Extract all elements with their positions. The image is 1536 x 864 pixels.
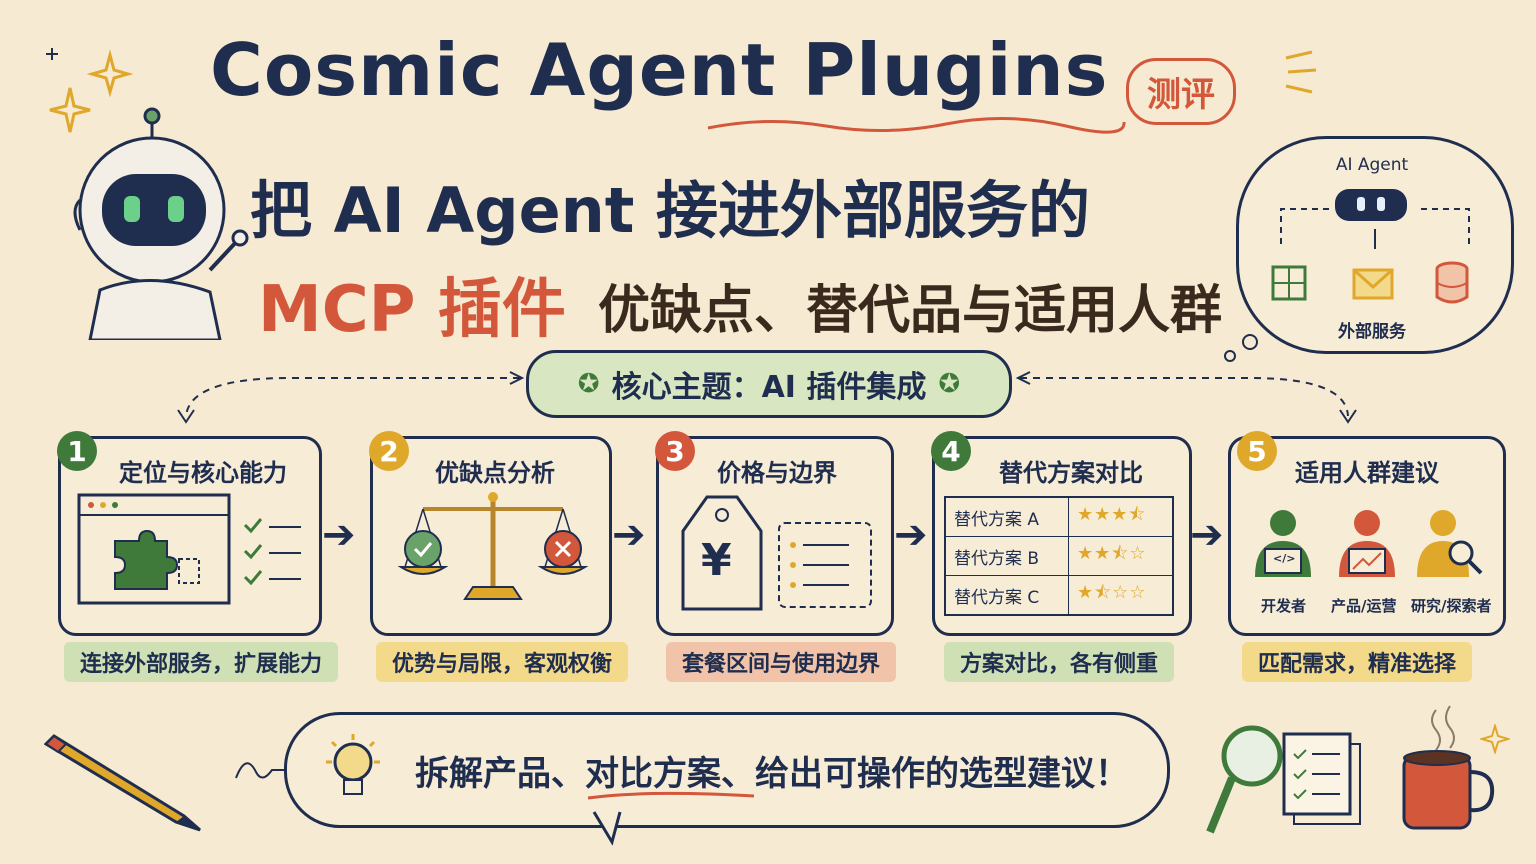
coffee-mug-icon	[1402, 705, 1495, 830]
card-caption: 方案对比，各有侧重	[944, 642, 1175, 682]
step-number-badge: 1	[57, 431, 97, 471]
flow-arrow-icon: ➔	[322, 512, 356, 558]
table-row: 替代方案 A ★★★⯪	[944, 496, 1174, 537]
core-topic-pill: ✪ 核心主题：AI 插件集成 ✪	[526, 350, 1012, 418]
audience-label: 研究/探索者	[1411, 597, 1492, 615]
core-topic-label: 核心主题：AI 插件集成	[611, 370, 927, 405]
rating-stars: ★★★⯪	[1068, 496, 1174, 537]
code-glyph: </>	[1273, 552, 1296, 565]
card-pros-cons: 2 优缺点分析	[369, 431, 612, 636]
review-badge: 测评	[1126, 58, 1236, 125]
price-tag-icon	[681, 495, 763, 611]
title-chinese-line: 把 AI Agent 接进外部服务的	[250, 174, 1090, 247]
cloud-connector-lines	[1280, 208, 1470, 249]
mail-service-icon	[1352, 268, 1394, 300]
thought-bubble-dots	[1224, 334, 1258, 362]
card-title: 优缺点分析	[435, 459, 555, 487]
card-pricing: 3 价格与边界 ¥	[655, 431, 894, 636]
title-english: Cosmic Agent Plugins	[210, 28, 1109, 112]
card-title: 定位与核心能力	[119, 459, 287, 487]
browser-plugin-icon	[77, 493, 301, 605]
magnifier-icon	[1206, 725, 1283, 834]
table-row: 替代方案 B ★★⯪☆	[944, 536, 1174, 576]
alternatives-table: 替代方案 A ★★★⯪ 替代方案 B ★★⯪☆ 替代方案 C ★⯪☆☆	[944, 496, 1174, 616]
robot-mascot-icon	[73, 107, 249, 340]
researcher-person-icon	[1417, 510, 1483, 577]
card-caption: 匹配需求，精准选择	[1242, 642, 1473, 682]
rating-stars: ★★⯪☆	[1068, 536, 1174, 576]
core-topic-dashed-arrows	[177, 371, 1357, 424]
emphasis-lines-icon	[1285, 50, 1317, 94]
card-title: 替代方案对比	[999, 459, 1143, 487]
table-service-icon	[1271, 265, 1307, 301]
checklist-papers-icon	[1282, 732, 1361, 825]
summary-bubble: 拆解产品、对比方案、给出可操作的选型建议！	[284, 712, 1170, 828]
database-service-icon	[1435, 261, 1469, 304]
card-audience: 5 适用人群建议 </> 开发者 产品/运营 研究/探索者	[1228, 431, 1506, 636]
lightbulb-icon	[326, 734, 380, 795]
step-number-badge: 5	[1237, 431, 1277, 471]
alternative-name: 替代方案 A	[944, 496, 1069, 537]
pencil-icon	[44, 734, 201, 832]
flow-arrow-icon: ➔	[894, 512, 928, 558]
card-title: 价格与边界	[717, 459, 837, 487]
sparkle-icon	[1480, 724, 1510, 754]
summary-text: 拆解产品、对比方案、给出可操作的选型建议！	[415, 753, 1129, 794]
price-list-icon	[778, 522, 872, 608]
developer-person-icon	[1255, 510, 1311, 577]
bubble-tail	[592, 811, 622, 846]
card-caption: 连接外部服务，扩展能力	[64, 642, 339, 682]
cloud-agent-label: AI Agent	[1335, 155, 1409, 175]
title-subtitle: 优缺点、替代品与适用人群	[598, 281, 1223, 341]
yen-symbol: ¥	[701, 535, 732, 586]
step-number-badge: 3	[655, 431, 695, 471]
balance-scale-icon	[397, 492, 589, 600]
title-underline-decoration	[707, 117, 1126, 134]
card-caption: 优势与局限，客观权衡	[376, 642, 629, 682]
audience-label: 产品/运营	[1331, 597, 1397, 615]
rating-stars: ★⯪☆☆	[1068, 575, 1174, 616]
title-mcp-plugin: MCP 插件	[258, 273, 566, 347]
star-icon: ✪	[577, 369, 600, 399]
squiggle-decoration	[235, 762, 288, 779]
product-person-icon	[1339, 510, 1395, 577]
sparkles-icon	[46, 48, 134, 133]
table-row: 替代方案 C ★⯪☆☆	[944, 575, 1174, 616]
flow-arrow-icon: ➔	[612, 512, 646, 558]
audience-label: 开发者	[1261, 597, 1307, 615]
step-number-badge: 4	[931, 431, 971, 471]
star-icon: ✪	[938, 369, 961, 399]
agent-robot-icon	[1335, 189, 1407, 221]
flow-arrow-icon: ➔	[1190, 512, 1224, 558]
underline-accent	[587, 791, 755, 800]
alternative-name: 替代方案 B	[944, 536, 1069, 576]
cloud-services-label: 外部服务	[1338, 322, 1406, 342]
alternative-name: 替代方案 C	[944, 575, 1069, 616]
card-title: 适用人群建议	[1295, 459, 1439, 487]
step-number-badge: 2	[369, 431, 409, 471]
card-positioning: 1 定位与核心能力	[57, 431, 322, 636]
card-caption: 套餐区间与使用边界	[666, 642, 897, 682]
thought-cloud: AI Agent 外部服务	[1236, 136, 1514, 354]
